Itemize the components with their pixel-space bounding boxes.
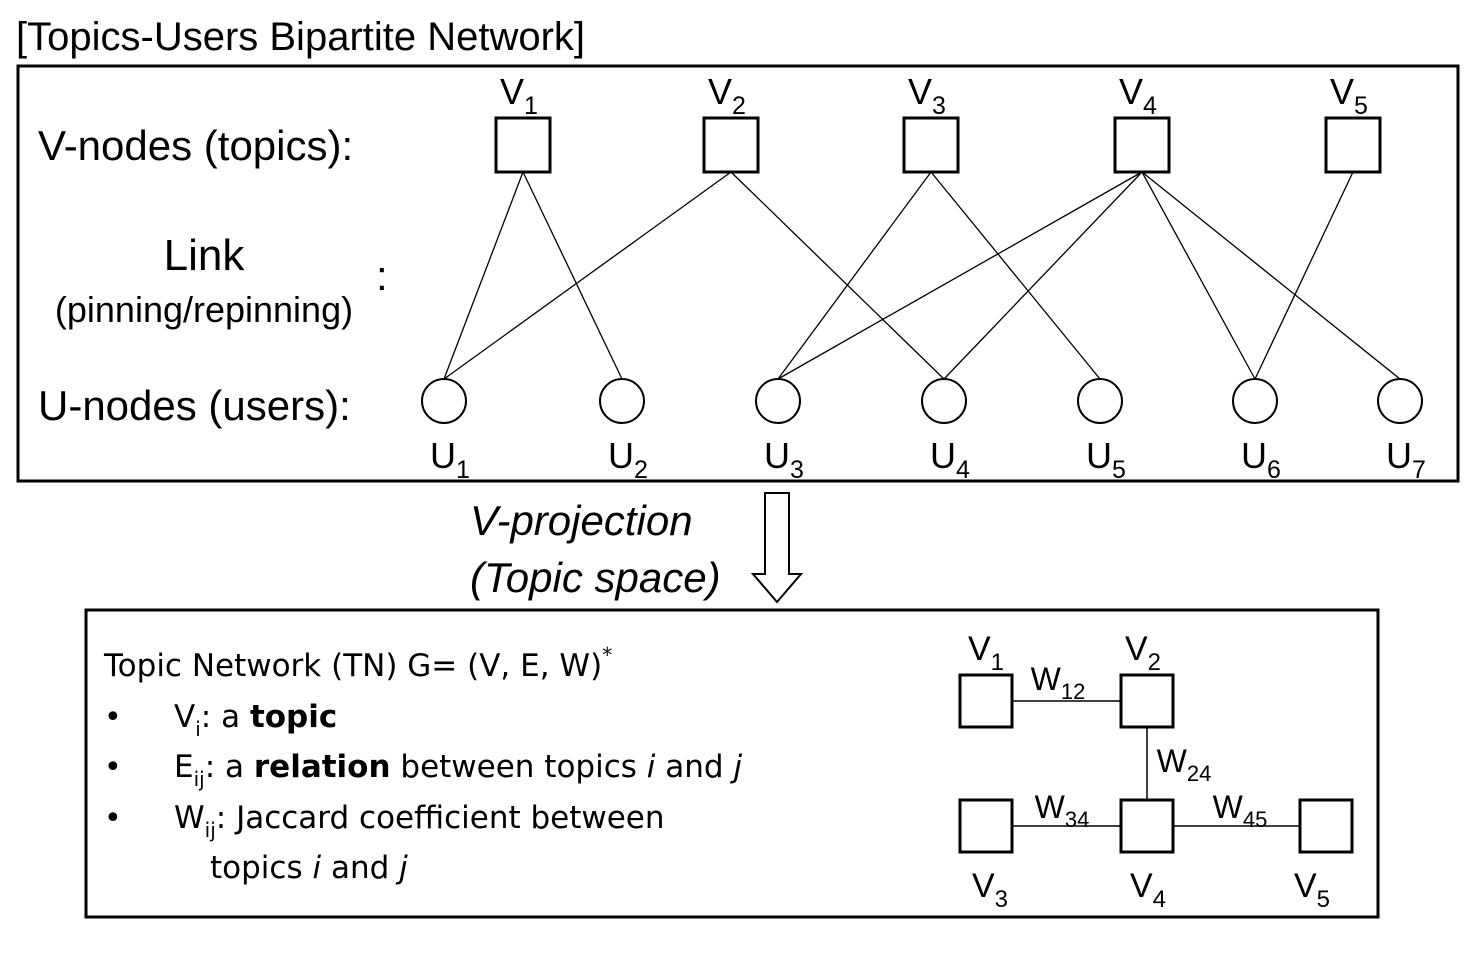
bullet-marker: • — [104, 700, 122, 735]
user-node-label: U5 — [1086, 435, 1126, 484]
user-node-label: U1 — [430, 435, 470, 484]
link-edge-v4-u6 — [1141, 171, 1256, 380]
user-node-label: U6 — [1241, 435, 1281, 484]
user-nodes: U1 U2 U3 U4 U5 U6 U7 — [421, 378, 1426, 484]
topic-node-v4 — [1113, 116, 1171, 174]
tn-node-v4 — [1119, 798, 1175, 854]
user-node-label: U3 — [764, 435, 804, 484]
topic-node-v2 — [702, 116, 760, 174]
projection-label: V-projection — [470, 497, 693, 544]
tn-def-weight-continued: topics i and j — [210, 850, 408, 886]
v-nodes-label: V-nodes (topics): — [38, 122, 353, 169]
user-node-label: U7 — [1386, 435, 1426, 484]
topic-node-label: V1 — [500, 71, 538, 120]
tn-heading: Topic Network (TN) G= (V, E, W)* — [103, 643, 612, 684]
user-node-label: U2 — [608, 435, 648, 484]
user-node-u6 — [1232, 378, 1278, 424]
topic-node-v5 — [1324, 116, 1382, 174]
link-colon: : — [376, 252, 388, 299]
link-edge-v3-u3 — [777, 171, 932, 380]
tn-edge-weight-label: W45 — [1213, 789, 1268, 832]
link-edge-v1-u2 — [522, 171, 623, 380]
down-arrow-icon — [750, 492, 804, 604]
topic-nodes: V1 V2 V3 V4 V5 — [494, 71, 1382, 174]
tn-node-label: V5 — [1294, 867, 1330, 913]
tn-node-label: V4 — [1130, 867, 1166, 913]
link-edge-v1-u1 — [443, 171, 524, 380]
link-edge-v4-u3 — [777, 171, 1143, 380]
tn-node-label: V3 — [972, 867, 1008, 913]
link-sublabel: (pinning/repinning) — [55, 289, 353, 330]
tn-node-v5 — [1298, 798, 1354, 854]
link-edge-v2-u4 — [730, 171, 945, 380]
tn-def-weight: Wij: Jaccard coefficient between — [174, 800, 665, 842]
bipartite-edges — [443, 171, 1401, 380]
tn-edge-weight-label: W34 — [1035, 789, 1090, 832]
tn-node-v1 — [958, 673, 1014, 729]
tn-edge-weight-label: W24 — [1157, 743, 1212, 786]
topic-node-label: V3 — [908, 71, 946, 120]
link-edge-v4-u7 — [1141, 171, 1401, 380]
u-nodes-label: U-nodes (users): — [38, 382, 351, 429]
topic-node-label: V2 — [708, 71, 746, 120]
bullet-marker: • — [104, 750, 122, 785]
tn-def-vertex: Vi: a topic — [174, 699, 337, 741]
tn-node-v3 — [958, 798, 1014, 854]
topic-node-label: V5 — [1330, 71, 1368, 120]
topic-network-panel — [84, 608, 1380, 919]
user-node-u7 — [1377, 378, 1423, 424]
link-edge-v3-u5 — [930, 171, 1101, 380]
user-node-label: U4 — [930, 435, 970, 484]
tn-node-label: V2 — [1125, 630, 1161, 676]
topic-node-v1 — [494, 116, 552, 174]
tn-node-v2 — [1119, 673, 1175, 729]
projection-sublabel: (Topic space) — [470, 554, 721, 601]
user-node-u4 — [921, 378, 967, 424]
bullet-marker: • — [104, 801, 122, 836]
link-edge-v5-u6 — [1254, 171, 1354, 380]
user-node-u1 — [421, 378, 467, 424]
topic-node-v3 — [902, 116, 960, 174]
user-node-u5 — [1077, 378, 1123, 424]
link-label: Link — [164, 231, 246, 280]
tn-def-edge: Eij: a relation between topics i and j — [174, 749, 742, 791]
user-node-u3 — [755, 378, 801, 424]
diagram-title: [Topics-Users Bipartite Network] — [16, 15, 585, 59]
tn-edge-weight-label: W12 — [1031, 661, 1086, 704]
link-edge-v2-u1 — [443, 171, 732, 380]
user-node-u2 — [599, 378, 645, 424]
topic-node-label: V4 — [1119, 71, 1157, 120]
bipartite-panel — [16, 64, 1460, 483]
tn-node-label: V1 — [968, 630, 1004, 676]
link-edge-v4-u4 — [943, 171, 1143, 380]
